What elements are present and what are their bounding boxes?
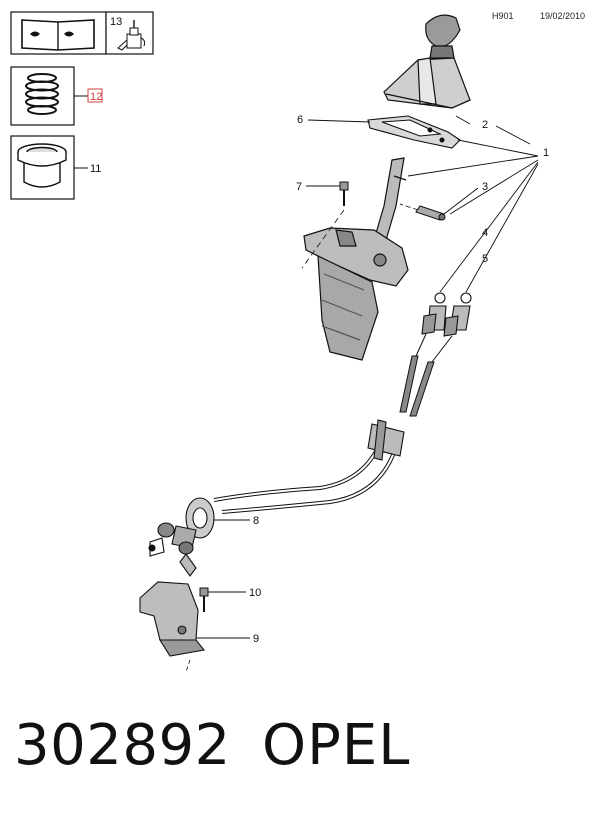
bolt-10 — [199, 587, 209, 612]
workshop-manual-icon — [21, 19, 95, 51]
bushing-icon — [17, 143, 67, 188]
shifter-housing — [303, 227, 409, 361]
gear-boot — [383, 57, 471, 109]
cable-threaded-rods — [399, 333, 453, 417]
callout-4[interactable]: 4 — [482, 227, 488, 239]
callout-1[interactable]: 1 — [543, 147, 549, 159]
spring-icon — [25, 73, 59, 115]
cable-clamp — [367, 419, 405, 461]
callout-9[interactable]: 9 — [253, 633, 259, 645]
leader-lines — [196, 115, 539, 639]
callout-3[interactable]: 3 — [482, 181, 488, 193]
legend-manual-box: 13 — [10, 11, 154, 55]
legend-spring-box: 12 — [10, 66, 103, 126]
highlight-frame — [87, 88, 103, 103]
bolt-7 — [339, 181, 349, 206]
callout-13: 13 — [110, 16, 122, 28]
legend-bushing-box: 11 — [10, 135, 101, 200]
shifter-lever-rod — [373, 157, 407, 241]
mounting-bracket — [139, 581, 206, 657]
gear-knob — [425, 14, 461, 59]
diagram-date: 19/02/2010 — [540, 11, 586, 21]
cable-bracket — [148, 497, 215, 577]
part-number: 302892 — [14, 713, 231, 778]
trim-bezel — [367, 115, 461, 149]
callout-8[interactable]: 8 — [253, 515, 259, 527]
pin-3 — [415, 205, 446, 221]
callout-5[interactable]: 5 — [482, 253, 488, 265]
callout-12[interactable]: 12 — [90, 91, 102, 103]
diagram-code: H901 — [492, 11, 514, 21]
shift-cables — [213, 431, 400, 514]
brand-name: OPEL — [262, 713, 411, 778]
callout-10[interactable]: 10 — [249, 587, 261, 599]
cable-end-5 — [443, 292, 472, 337]
callout-11: 11 — [90, 163, 101, 175]
cable-end-4 — [421, 292, 447, 335]
callout-7[interactable]: 7 — [296, 181, 302, 193]
callout-6[interactable]: 6 — [297, 114, 303, 126]
oil-can-icon — [117, 20, 146, 51]
callout-2[interactable]: 2 — [482, 119, 488, 131]
